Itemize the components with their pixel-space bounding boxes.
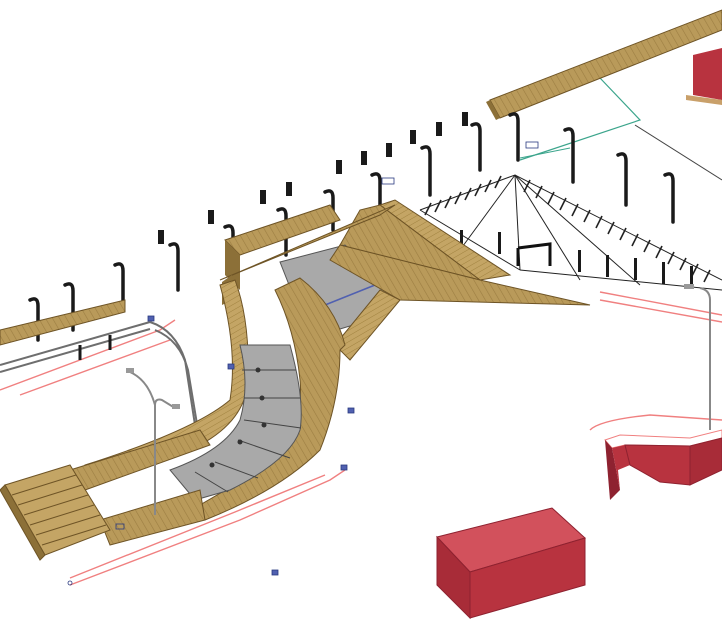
fence-post-icon: [420, 145, 432, 197]
fence-post-icon: [28, 297, 40, 342]
fence-post-icon: [470, 122, 482, 172]
fence-blocks: [158, 112, 693, 288]
fence-posts: [28, 112, 675, 342]
deck-segments: [194, 369, 302, 493]
landing-slope: [419, 174, 722, 291]
light-pole-icon: [126, 368, 180, 515]
fence-post-icon: [168, 242, 180, 292]
teal-boundary: [519, 77, 722, 181]
survey-marker-icon: [227, 363, 235, 370]
survey-markers: [67, 141, 539, 586]
left-railing: [0, 299, 199, 431]
fence-post-icon: [563, 127, 575, 184]
survey-marker-icon: [381, 177, 395, 185]
stairs: [0, 464, 111, 561]
fence-post-icon: [616, 152, 628, 207]
light-pole-icon: [684, 284, 711, 430]
survey-marker-icon: [525, 141, 539, 149]
survey-marker-icon: [115, 523, 125, 530]
survey-marker-icon: [271, 569, 279, 576]
building-top-right: [686, 48, 722, 105]
fence-post-icon: [323, 189, 335, 232]
fence-post-icon: [370, 172, 382, 207]
survey-marker-icon: [147, 315, 155, 322]
ski-jump-ramp: [0, 199, 591, 561]
red-building-front: [436, 507, 586, 619]
survey-marker-icon: [340, 464, 348, 471]
fence-post-icon: [508, 112, 520, 162]
top-beam: [486, 9, 722, 120]
fence-post-icon: [276, 207, 288, 257]
site-boundary: [0, 291, 722, 586]
fence-post-icon: [223, 224, 235, 277]
fence-post-icon: [663, 172, 675, 224]
survey-marker-icon: [347, 407, 355, 414]
fence-post-icon: [113, 262, 125, 312]
fence-post-icon: [63, 282, 75, 332]
red-building-right: [604, 429, 722, 500]
deck-joints: [209, 367, 267, 468]
